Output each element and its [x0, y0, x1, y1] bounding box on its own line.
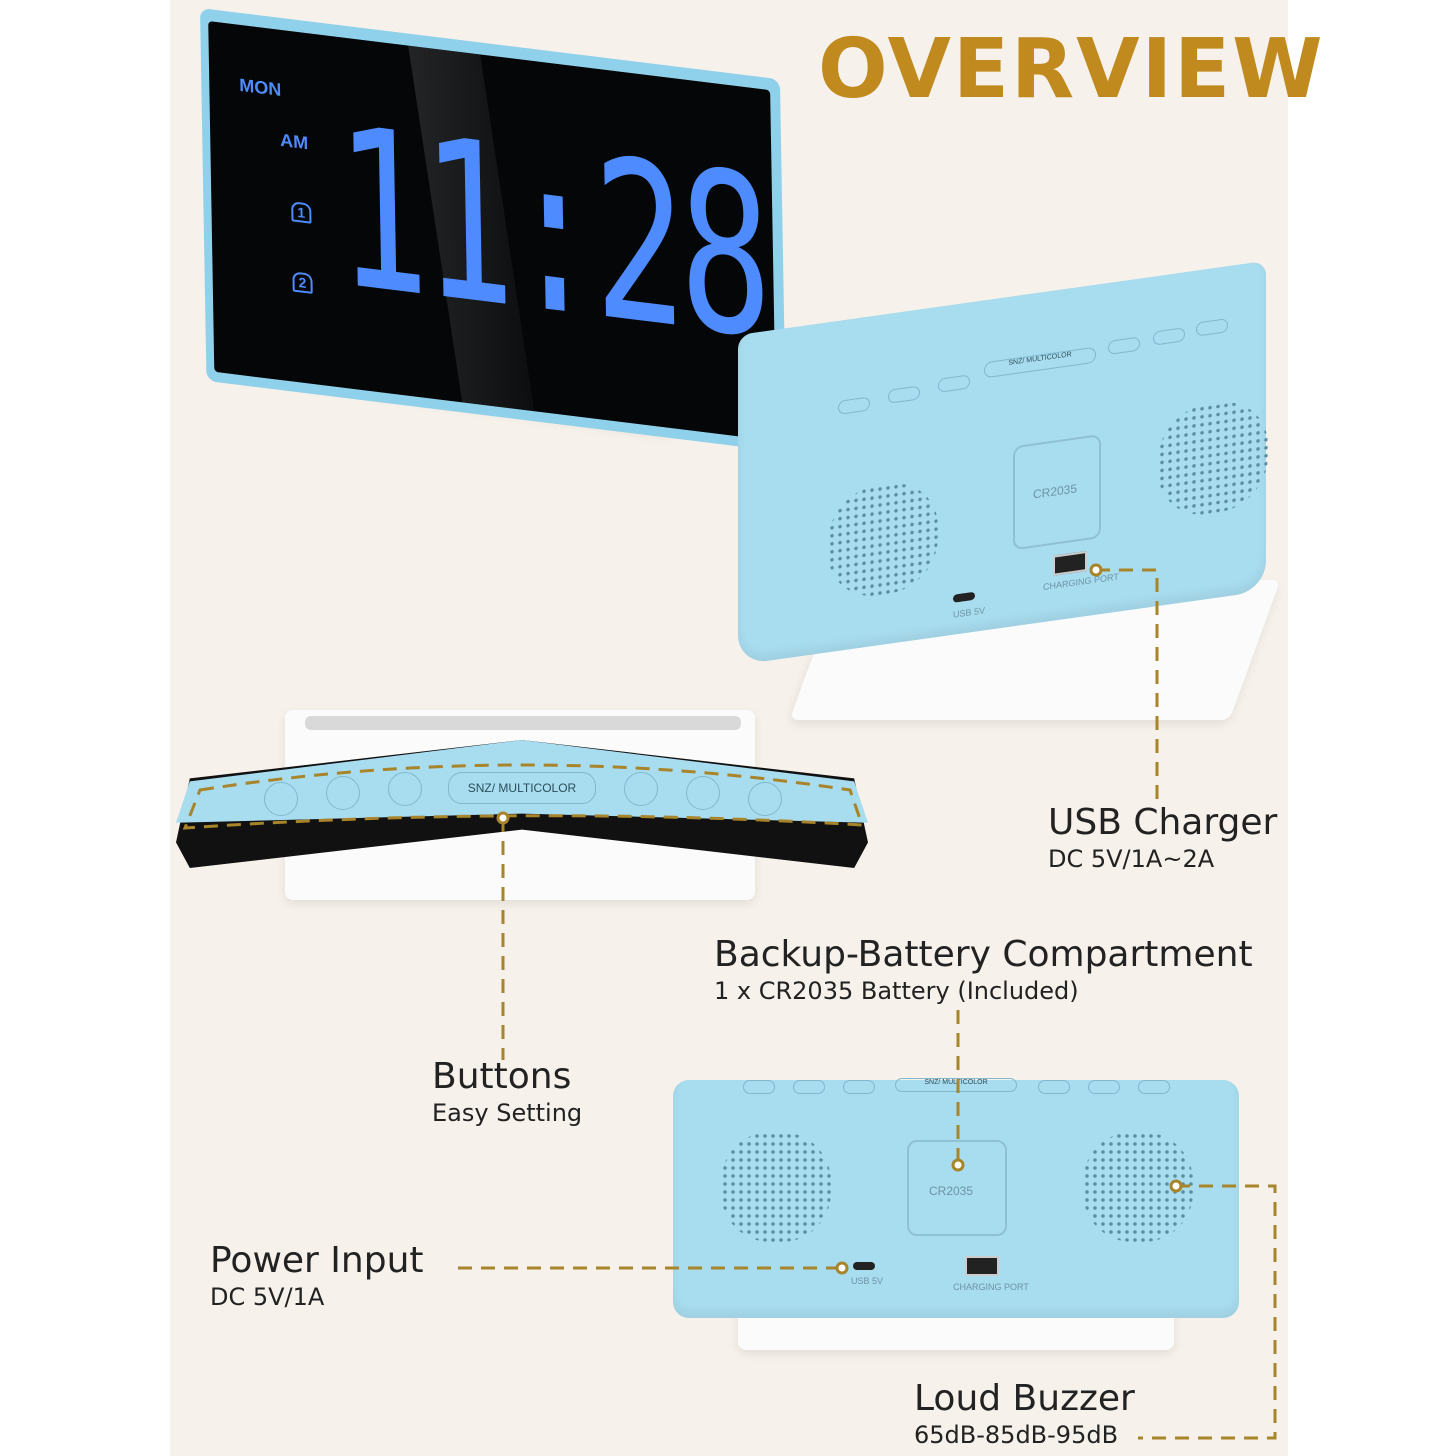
alarm1-button[interactable]: [326, 776, 360, 810]
usb-charger-callout: USB Charger DC 5V/1A~2A: [1048, 802, 1278, 873]
clock-button[interactable]: [1088, 1080, 1120, 1094]
brightness-button[interactable]: [624, 772, 658, 806]
back-clock-bottom: SNZ/ MULTICOLOR CR2035 USB 5V CHARGING P…: [673, 1078, 1239, 1318]
clock-button[interactable]: [743, 1080, 775, 1094]
snooze-multicolor-button[interactable]: SNZ/ MULTICOLOR: [448, 772, 596, 804]
battery-callout: Backup-Battery Compartment 1 x CR2035 Ba…: [714, 934, 1253, 1005]
down-button[interactable]: [686, 776, 720, 810]
battery-compartment[interactable]: CR2035: [907, 1140, 1007, 1236]
power-input-callout: Power Input DC 5V/1A: [210, 1240, 424, 1311]
clock-button[interactable]: [1038, 1080, 1070, 1094]
clock-button[interactable]: [843, 1080, 875, 1094]
clock-button[interactable]: [793, 1080, 825, 1094]
set-button[interactable]: [264, 782, 298, 816]
clock-button[interactable]: [1138, 1080, 1170, 1094]
alarm2-button[interactable]: [388, 772, 422, 806]
top-view-slot: [305, 716, 741, 730]
buttons-callout: Buttons Easy Setting: [432, 1056, 583, 1127]
up-button[interactable]: [748, 782, 782, 816]
snooze-button[interactable]: SNZ/ MULTICOLOR: [895, 1078, 1017, 1092]
speaker-grill-icon: [721, 1132, 831, 1242]
loud-buzzer-callout: Loud Buzzer 65dB-85dB-95dB: [914, 1378, 1135, 1449]
usb-a-port: [965, 1256, 999, 1276]
usb-c-port: [853, 1262, 875, 1270]
overview-title: OVERVIEW: [818, 22, 1325, 117]
